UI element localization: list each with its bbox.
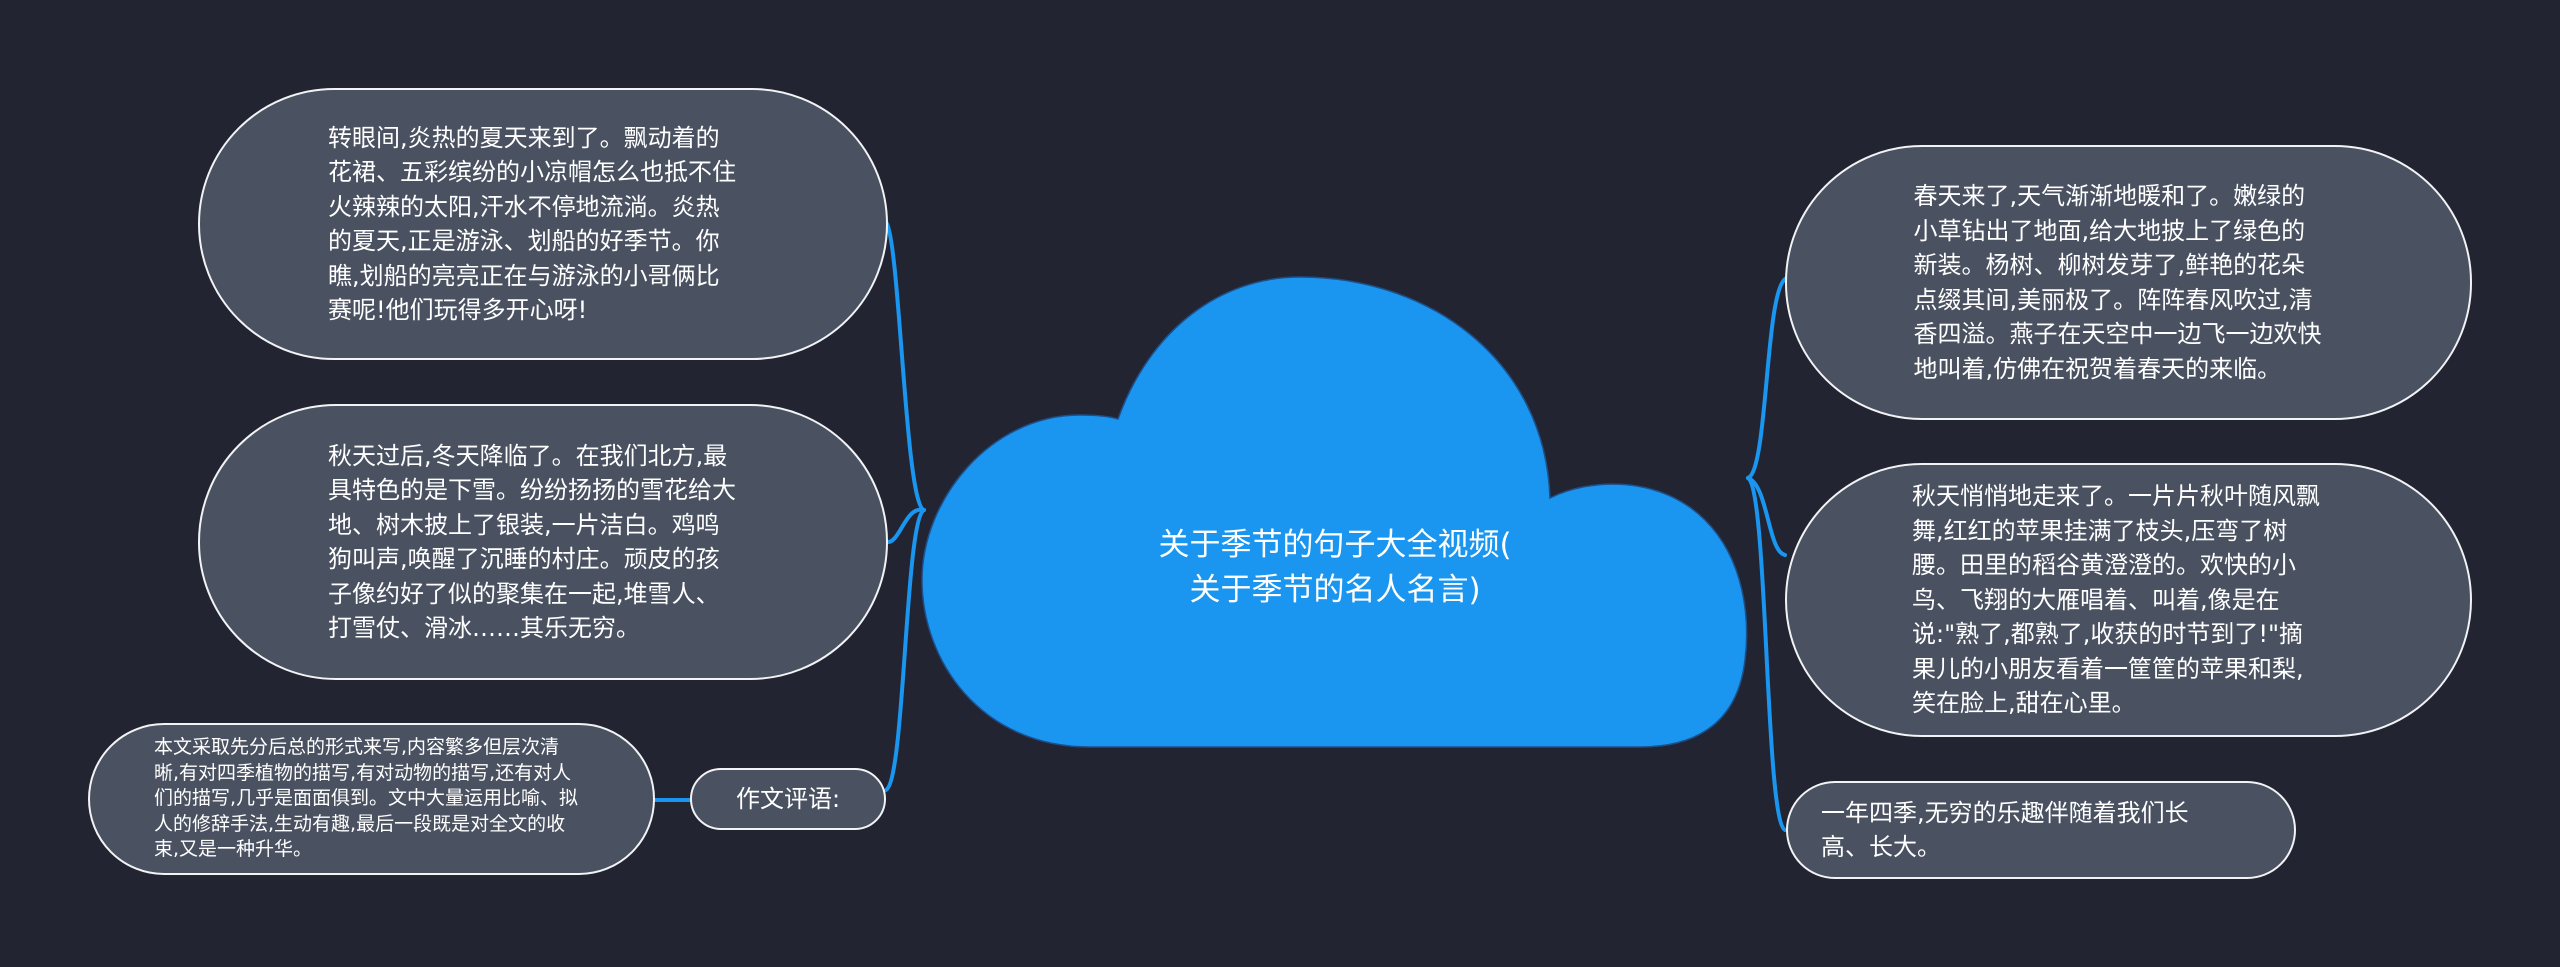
node-spring[interactable]: 春天来了,天气渐渐地暖和了。嫩绿的小草钻出了地面,给大地披上了绿色的新装。杨树、… [1785, 145, 2472, 420]
central-topic-line2: 关于季节的名人名言) [1189, 572, 1481, 608]
central-topic[interactable]: 关于季节的句子大全视频( 关于季节的名人名言) [1050, 523, 1620, 613]
node-spring-text: 春天来了,天气渐渐地暖和了。嫩绿的小草钻出了地面,给大地披上了绿色的新装。杨树、… [1913, 182, 2322, 383]
node-conclusion-text: 一年四季,无穷的乐趣伴随着我们长高、长大。 [1821, 798, 2189, 862]
connector-comment [884, 508, 926, 792]
connector-spring [1746, 277, 1787, 480]
node-comment-label[interactable]: 作文评语: [690, 768, 886, 830]
connector-winter [884, 507, 926, 544]
node-comment-label-text: 作文评语: [735, 785, 841, 813]
node-comment-detail-text: 本文采取先分后总的形式来写,内容繁多但层次清晰,有对四季植物的描写,有对动物的描… [154, 736, 579, 861]
node-summer-text: 转眼间,炎热的夏天来到了。飘动着的花裙、五彩缤纷的小凉帽怎么也抵不住火辣辣的太阳… [328, 123, 736, 325]
right-connectors [1746, 277, 1787, 832]
connector-summer [884, 220, 926, 512]
node-conclusion[interactable]: 一年四季,无穷的乐趣伴随着我们长高、长大。 [1786, 781, 2296, 879]
connector-autumn [1746, 476, 1787, 557]
central-cloud-shape [921, 276, 1748, 748]
node-autumn[interactable]: 秋天悄悄地走来了。一片片秋叶随风飘舞,红红的苹果挂满了枝头,压弯了树腰。田里的稻… [1785, 463, 2472, 737]
left-connectors [653, 220, 926, 802]
node-autumn-text: 秋天悄悄地走来了。一片片秋叶随风飘舞,红红的苹果挂满了枝头,压弯了树腰。田里的稻… [1912, 482, 2320, 718]
node-winter-text: 秋天过后,冬天降临了。在我们北方,最具特色的是下雪。纷纷扬扬的雪花给大地、树木披… [328, 441, 736, 643]
connector-conclusion [1746, 476, 1787, 832]
node-summer[interactable]: 转眼间,炎热的夏天来到了。飘动着的花裙、五彩缤纷的小凉帽怎么也抵不住火辣辣的太阳… [198, 88, 888, 360]
central-topic-line1: 关于季节的句子大全视频( [1158, 527, 1512, 563]
node-comment-detail[interactable]: 本文采取先分后总的形式来写,内容繁多但层次清晰,有对四季植物的描写,有对动物的描… [88, 723, 655, 875]
node-winter[interactable]: 秋天过后,冬天降临了。在我们北方,最具特色的是下雪。纷纷扬扬的雪花给大地、树木披… [198, 404, 888, 680]
